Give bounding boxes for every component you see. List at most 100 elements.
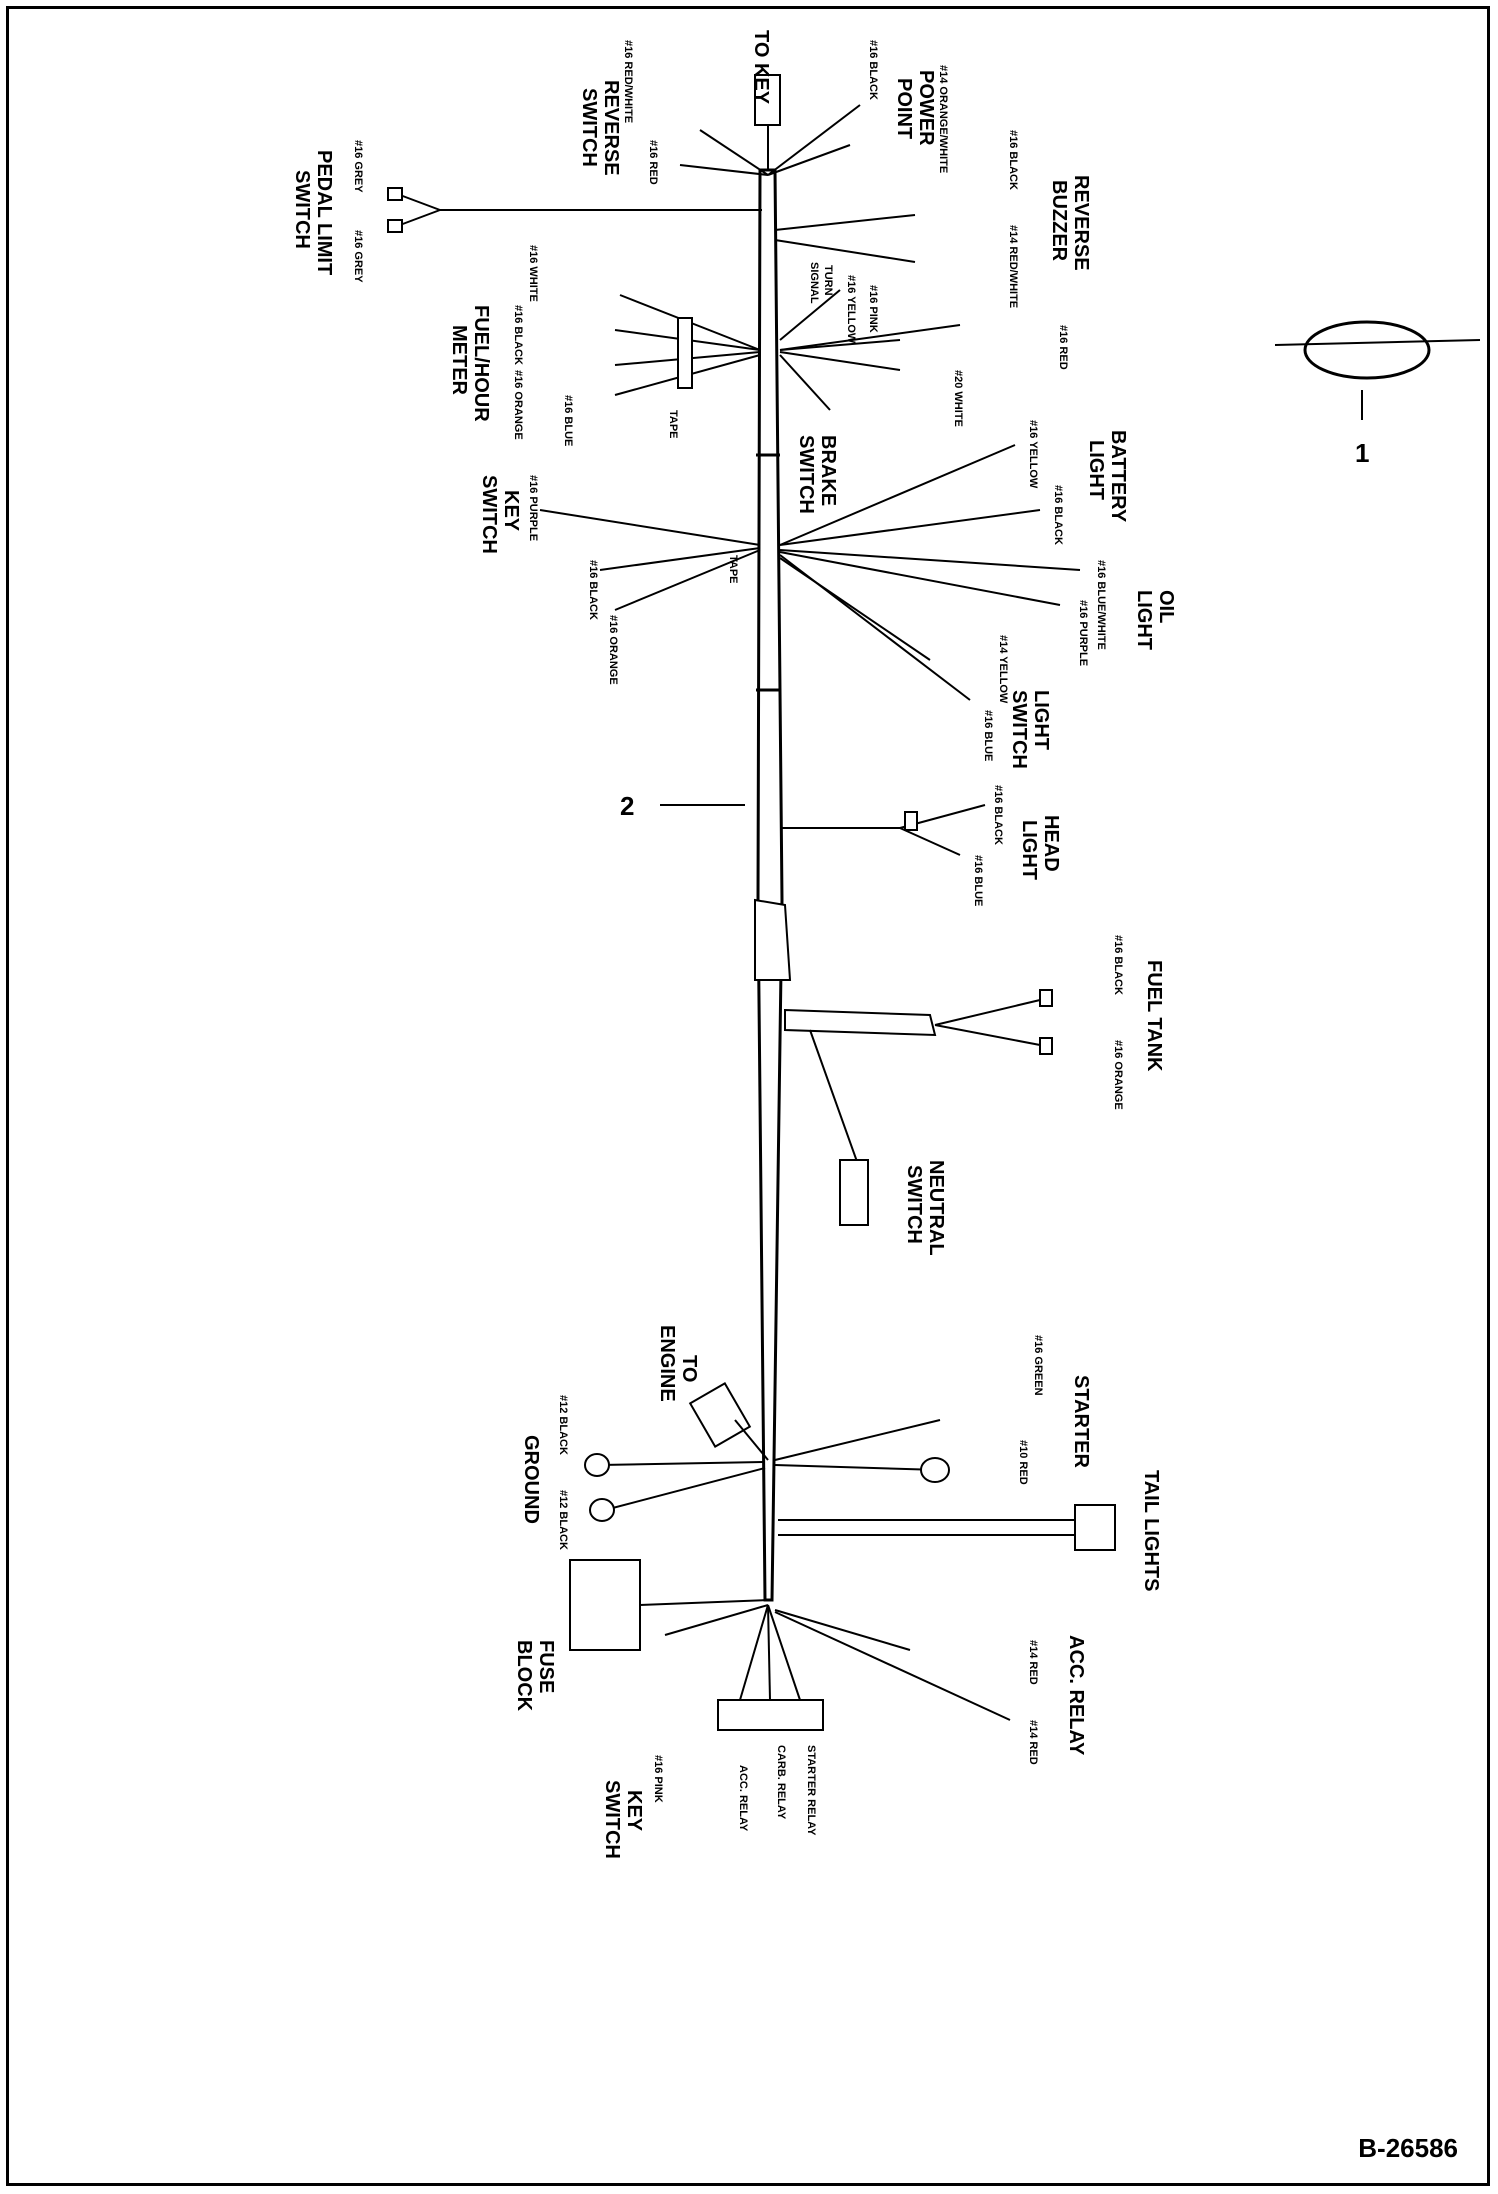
- label-fuse-block-2: BLOCK: [513, 1640, 535, 1712]
- wire-label: #16 ORANGE: [512, 370, 524, 440]
- wire-label: #14 ORANGE/WHITE: [937, 65, 949, 173]
- relay-branch: [767, 1604, 801, 1701]
- label-brake-switch: BRAKE: [817, 435, 839, 506]
- label-starter-relay: STARTER RELAY: [805, 1745, 817, 1836]
- top-branch: [699, 129, 769, 176]
- relay-branch: [739, 1604, 769, 1701]
- wire-label: #16 PINK: [867, 285, 879, 333]
- top-branch: [767, 104, 861, 176]
- label-reverse-buzzer-2: BUZZER: [1048, 180, 1070, 262]
- label-to-key: TO KEY: [750, 30, 772, 105]
- document-number: B-26586: [1358, 2133, 1458, 2163]
- label-to-engine: TO: [678, 1355, 700, 1382]
- drawing-frame: [6, 6, 1490, 2186]
- neutral-switch-connector: [839, 1159, 869, 1226]
- trunk-sleeve: [754, 898, 792, 981]
- wire-label: #16 BLUE: [562, 395, 574, 446]
- part-1-axis: [1274, 339, 1481, 346]
- wire-label: #16 GREEN: [1032, 1335, 1044, 1396]
- key-switch-branch: [599, 547, 761, 571]
- wire-label: #16 BLACK: [512, 305, 524, 365]
- label-head-light-2: LIGHT: [1018, 820, 1040, 880]
- wire-label: #16 BLUE: [972, 855, 984, 906]
- head-light-branch: [899, 827, 961, 856]
- label-fuel-hour-meter-2: METER: [448, 325, 470, 396]
- wire-label: #14 RED: [1027, 1640, 1039, 1685]
- wire-label: #16 RED/WHITE: [622, 40, 634, 123]
- callout-2: 2: [620, 791, 634, 821]
- label-carb-relay: CARB. RELAY: [775, 1745, 787, 1820]
- wire-label: #16 GREY: [352, 140, 364, 193]
- wire-label: #20 WHITE: [952, 370, 964, 427]
- pedal-limit-connector: [387, 219, 403, 233]
- label-battery-light: BATTERY: [1107, 430, 1129, 523]
- buzzer-branch: [774, 214, 916, 231]
- label-reverse-switch-2: SWITCH: [578, 88, 600, 167]
- wire-label: #14 RED: [1027, 1720, 1039, 1765]
- label-ground: GROUND: [520, 1435, 542, 1524]
- fuse-block: [569, 1559, 641, 1651]
- turn-signal-branch: [779, 351, 901, 371]
- label-to-engine-2: ENGINE: [656, 1325, 678, 1402]
- wire-label: TAPE: [727, 555, 739, 584]
- label-key-switch-upper: KEY: [500, 490, 522, 532]
- turn-signal-branch: [779, 289, 841, 341]
- wire-label: #16 WHITE: [527, 245, 539, 302]
- label-power-point-2: POINT: [893, 78, 915, 139]
- label-neutral-switch: NEUTRAL: [925, 1160, 947, 1256]
- to-key-connector: [754, 74, 781, 126]
- battery-branch: [779, 509, 1041, 546]
- label-battery-light-2: LIGHT: [1085, 440, 1107, 500]
- label-pedal-limit-2: SWITCH: [291, 170, 313, 249]
- wire-label: TAPE: [667, 410, 679, 439]
- meter-tape: [677, 317, 693, 389]
- label-power-point: POWER: [915, 70, 937, 146]
- wire-label: #16 YELLOW: [1027, 420, 1039, 489]
- relay-branch: [767, 1604, 771, 1701]
- ground-branch: [599, 1461, 766, 1466]
- pedal-limit-connector: [387, 187, 403, 201]
- relay-connector: [717, 1699, 824, 1731]
- wire-label: #16 PURPLE: [527, 475, 539, 541]
- wire-label: #12 BLACK: [557, 1490, 569, 1550]
- label-turn-signal-2: SIGNAL: [808, 262, 820, 304]
- ground-branch: [604, 1467, 766, 1511]
- label-oil-light: OIL: [1155, 590, 1177, 623]
- key-switch-branch: [539, 509, 761, 546]
- buzzer-branch: [774, 239, 916, 263]
- label-key-switch-lower-2: SWITCH: [601, 1780, 623, 1859]
- starter-branch: [774, 1464, 941, 1471]
- label-reverse-buzzer: REVERSE: [1070, 175, 1092, 271]
- tail-lights-connector: [1074, 1504, 1116, 1551]
- wire-label: #16 PINK: [652, 1755, 664, 1803]
- harness-trunk: [756, 168, 784, 1602]
- label-acc-relay: ACC. RELAY: [1065, 1635, 1087, 1756]
- acc-relay-branch: [774, 1609, 911, 1651]
- label-turn-signal: TURN: [822, 265, 834, 296]
- wire-label: #16 RED: [1057, 325, 1069, 370]
- wire-label: #14 YELLOW: [997, 635, 1009, 704]
- label-head-light: HEAD: [1040, 815, 1062, 872]
- ground-ring: [584, 1453, 610, 1477]
- wire-label: #14 RED/WHITE: [1007, 225, 1019, 308]
- label-brake-switch-2: SWITCH: [795, 435, 817, 514]
- callout-1: 1: [1355, 438, 1369, 468]
- acc-relay-branch: [774, 1611, 1011, 1721]
- turn-signal-branch: [779, 324, 961, 351]
- fuel-tank-connector: [1039, 1037, 1053, 1055]
- to-engine-connector: [688, 1381, 752, 1449]
- battery-branch: [779, 444, 1016, 546]
- wire-label: #16 BLACK: [992, 785, 1004, 845]
- turn-signal-branch: [779, 354, 831, 411]
- wire-label: #16 PURPLE: [1077, 600, 1089, 666]
- wire-label: #16 ORANGE: [607, 615, 619, 685]
- light-switch-branch: [779, 557, 931, 661]
- oil-branch: [779, 551, 1061, 606]
- pedal-limit-branch: [399, 194, 441, 211]
- label-oil-light-2: LIGHT: [1133, 590, 1155, 650]
- part-1-ellipse: [1303, 320, 1431, 380]
- label-key-switch-upper-2: SWITCH: [478, 475, 500, 554]
- oil-branch: [779, 549, 1081, 571]
- label-fuel-hour-meter: FUEL/HOUR: [470, 305, 492, 422]
